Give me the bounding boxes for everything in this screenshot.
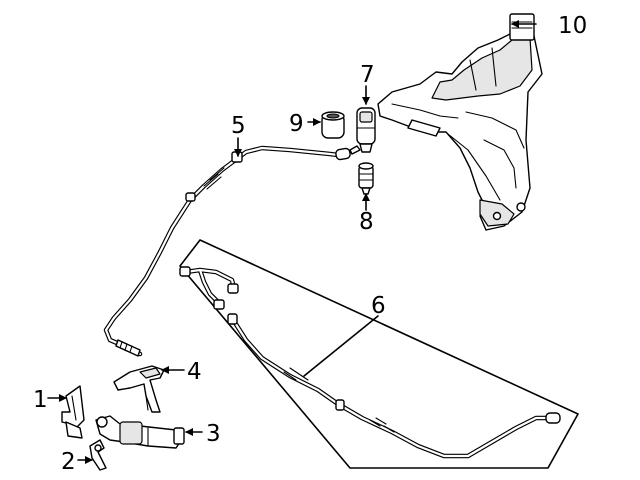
callout-9: 9 <box>289 111 304 137</box>
mounting-bracket <box>61 385 85 439</box>
callout-8: 8 <box>359 209 374 235</box>
headlamp-washer-hose-kit <box>179 239 579 469</box>
washer-pump <box>349 107 376 155</box>
washer-reservoir <box>377 13 543 231</box>
pump-seal <box>358 162 374 195</box>
callout-6: 6 <box>371 293 386 319</box>
clip <box>89 439 107 471</box>
callout-leaders <box>47 20 537 464</box>
grommet <box>321 111 345 139</box>
washer-hose <box>103 145 351 357</box>
washer-nozzle-cylinder <box>95 415 185 449</box>
callout-1: 1 <box>33 387 48 413</box>
callout-4: 4 <box>187 359 202 385</box>
nozzle-bracket <box>113 365 165 413</box>
callout-3: 3 <box>206 421 221 447</box>
callout-10: 10 <box>558 13 587 39</box>
callout-5: 5 <box>231 113 246 139</box>
callout-2: 2 <box>61 449 76 475</box>
callout-7: 7 <box>360 62 375 88</box>
